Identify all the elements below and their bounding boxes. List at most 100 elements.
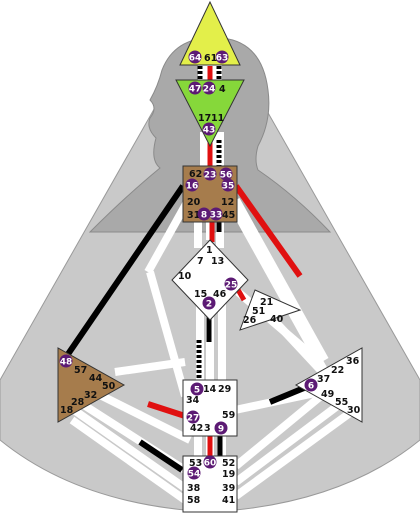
- svg-text:16: 16: [186, 182, 199, 192]
- gate-labels: 61 4 17 11 62 20 12 31 45 1 7 13 10 15 4…: [60, 53, 361, 506]
- channel-35-36: [233, 184, 303, 278]
- gate-26: 26: [243, 315, 257, 326]
- gate-52: 52: [222, 458, 235, 469]
- gate-47-active: 47: [188, 81, 202, 95]
- gate-30: 30: [347, 405, 361, 416]
- gate-39: 39: [222, 483, 235, 494]
- svg-text:24: 24: [203, 85, 216, 95]
- gate-55: 55: [335, 397, 348, 408]
- gate-18: 18: [60, 405, 74, 416]
- gate-8-active: 8: [197, 207, 211, 221]
- svg-text:2: 2: [206, 300, 212, 310]
- gate-62: 62: [189, 169, 202, 180]
- gate-13: 13: [211, 256, 224, 267]
- svg-text:27: 27: [187, 414, 200, 424]
- gate-37: 37: [317, 374, 330, 385]
- gate-53: 53: [189, 458, 202, 469]
- gate-33-active: 33: [209, 207, 223, 221]
- gate-29: 29: [218, 384, 231, 395]
- head-center: [179, 0, 241, 66]
- gate-25-active: 25: [224, 277, 238, 291]
- g-center: [171, 239, 249, 321]
- svg-text:35: 35: [222, 182, 235, 192]
- spleen-center: [57, 347, 126, 423]
- channel-layer: [69, 65, 357, 504]
- gate-19: 19: [222, 469, 235, 480]
- defined-channels: [61, 66, 306, 473]
- gate-7: 7: [197, 256, 204, 267]
- gate-16-active: 16: [185, 178, 199, 192]
- gate-43-active: 43: [202, 122, 216, 136]
- channel-50-27: [147, 401, 186, 419]
- svg-text:25: 25: [225, 281, 238, 291]
- svg-text:60: 60: [204, 459, 217, 469]
- gate-38: 38: [187, 483, 201, 494]
- gate-17: 17: [198, 113, 211, 124]
- gate-9-active: 9: [214, 421, 228, 435]
- gate-11: 11: [211, 113, 224, 124]
- svg-text:54: 54: [188, 470, 201, 480]
- svg-text:23: 23: [204, 171, 217, 181]
- heart-center: [239, 289, 302, 331]
- gate-12: 12: [221, 197, 234, 208]
- activated-gates: 64 63 47 24 43 23 56 16 35 8 33 25 2 48 …: [59, 50, 318, 480]
- gate-27-active: 27: [186, 410, 200, 424]
- gate-3: 3: [204, 423, 211, 434]
- svg-text:33: 33: [210, 211, 223, 221]
- gate-51: 51: [252, 306, 265, 317]
- gate-46: 46: [213, 289, 227, 300]
- gate-4: 4: [219, 84, 226, 95]
- gate-56-active: 56: [219, 167, 233, 181]
- gate-44: 44: [89, 373, 103, 384]
- svg-text:5: 5: [194, 386, 200, 396]
- gate-23-active: 23: [203, 167, 217, 181]
- gate-24-active: 24: [202, 81, 216, 95]
- gate-40: 40: [270, 314, 284, 325]
- svg-text:47: 47: [189, 85, 202, 95]
- svg-text:8: 8: [201, 211, 207, 221]
- channel-54-32: [138, 439, 184, 473]
- solar-plexus-center: [294, 347, 363, 423]
- gate-45: 45: [222, 210, 235, 221]
- gate-36: 36: [346, 356, 360, 367]
- svg-text:43: 43: [203, 126, 216, 136]
- gate-54-active: 54: [187, 466, 201, 480]
- gate-50: 50: [102, 381, 116, 392]
- gate-1: 1: [206, 245, 213, 256]
- gate-59: 59: [222, 410, 235, 421]
- svg-text:63: 63: [216, 54, 229, 64]
- gate-20: 20: [187, 197, 201, 208]
- gate-58: 58: [187, 495, 201, 506]
- gate-14: 14: [203, 384, 217, 395]
- gate-42: 42: [190, 423, 203, 434]
- gate-28: 28: [71, 397, 85, 408]
- gate-35-active: 35: [221, 178, 235, 192]
- svg-text:48: 48: [60, 358, 73, 368]
- gate-64-active: 64: [188, 50, 202, 64]
- gate-32: 32: [84, 390, 97, 401]
- gate-63-active: 63: [215, 50, 229, 64]
- gate-31: 31: [187, 210, 200, 221]
- gate-34: 34: [186, 395, 200, 406]
- gate-5-active: 5: [190, 382, 204, 396]
- gate-15: 15: [194, 289, 207, 300]
- svg-text:56: 56: [220, 171, 233, 181]
- gate-10: 10: [178, 271, 192, 282]
- gate-61: 61: [204, 53, 217, 64]
- gate-22: 22: [331, 365, 344, 376]
- gate-49: 49: [321, 389, 334, 400]
- svg-text:64: 64: [189, 54, 202, 64]
- gate-21: 21: [260, 297, 273, 308]
- channel-6-59: [268, 385, 306, 405]
- gate-41: 41: [222, 495, 235, 506]
- gate-48-active: 48: [59, 354, 73, 368]
- svg-text:6: 6: [308, 382, 314, 392]
- svg-text:9: 9: [218, 425, 224, 435]
- gate-60-active: 60: [203, 455, 217, 469]
- gate-6-active: 6: [304, 378, 318, 392]
- gate-2-active: 2: [202, 296, 216, 310]
- channel-16-48: [61, 184, 186, 362]
- gate-57: 57: [74, 365, 87, 376]
